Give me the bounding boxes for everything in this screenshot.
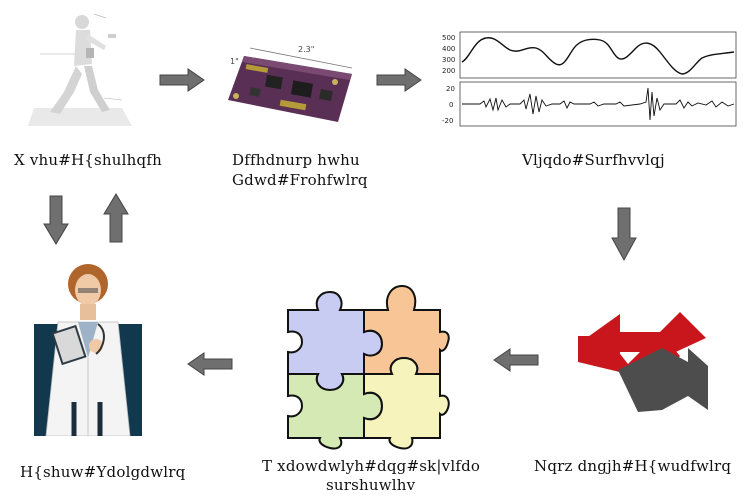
- walking-person-image: [28, 13, 132, 126]
- arrow-down-right: [611, 207, 637, 262]
- arrow-right-2: [376, 68, 422, 92]
- arrow-left-2: [493, 348, 539, 372]
- signal-chart-image: 500 400 300 200 20 0 -20: [442, 31, 737, 127]
- top-tick-500: 500: [442, 34, 455, 42]
- board-dim-top: 2.3": [298, 45, 314, 54]
- doctor-image: [34, 264, 142, 436]
- label-expert-validation: H{shuw#Ydolgdwlrq: [20, 463, 186, 481]
- puzzle-image: [287, 284, 450, 450]
- label-user-experience: X vhu#H{shulhqfh: [14, 151, 162, 169]
- sensor-board-image: 2.3" 1": [228, 45, 353, 122]
- label-quantitative-line2: surshuwlhv: [326, 476, 416, 494]
- label-accelerometer-line2: Gdwd#Frohfwlrq: [232, 171, 368, 189]
- board-dim-left: 1": [230, 57, 239, 66]
- label-accelerometer-line1: Dffhdnurp hwhu: [232, 151, 360, 169]
- top-tick-400: 400: [442, 45, 455, 53]
- bottom-tick-20: 20: [446, 85, 455, 93]
- arrow-down-left: [43, 195, 69, 245]
- knowledge-logo-image: [578, 312, 708, 412]
- bottom-tick-0: 0: [449, 101, 453, 109]
- top-tick-300: 300: [442, 56, 455, 64]
- top-tick-200: 200: [442, 67, 455, 75]
- bottom-tick-minus20: -20: [442, 117, 453, 125]
- label-quantitative-line1: T xdowdwlyh#dqg#sk|vlfdo: [262, 457, 481, 475]
- arrow-left-1: [187, 352, 233, 376]
- arrow-right-1: [159, 68, 205, 92]
- arrow-up-left: [103, 193, 129, 243]
- label-signal-processing: Vljqdo#Surfhvvlqj: [522, 151, 665, 169]
- label-knowledge-extraction: Nqrz dngjh#H{wudfwlrq: [534, 457, 732, 475]
